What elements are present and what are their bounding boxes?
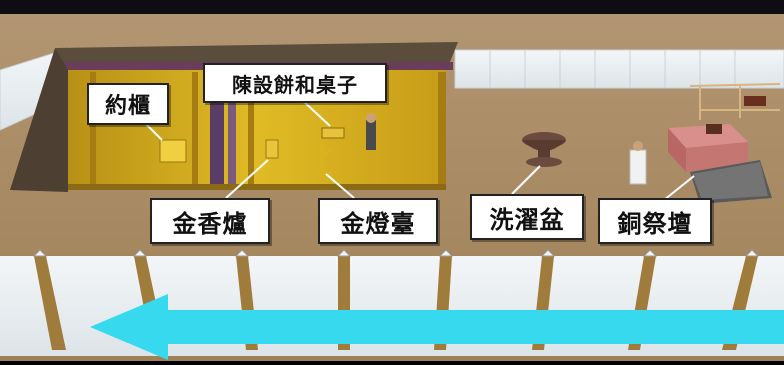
laver	[522, 132, 566, 167]
bronze-altar	[668, 124, 772, 204]
label-bronze-altar: 銅祭壇	[598, 198, 712, 244]
label-lampstand: 金燈臺	[318, 198, 438, 244]
label-table: 陳設餅和桌子	[203, 63, 387, 103]
label-incense-altar: 金香爐	[150, 198, 270, 244]
left-arrow-icon	[90, 294, 784, 360]
priest-figure	[629, 141, 647, 185]
label-ark: 約櫃	[87, 83, 169, 125]
animal-pen	[689, 83, 781, 120]
label-laver: 洗濯盆	[470, 194, 584, 240]
